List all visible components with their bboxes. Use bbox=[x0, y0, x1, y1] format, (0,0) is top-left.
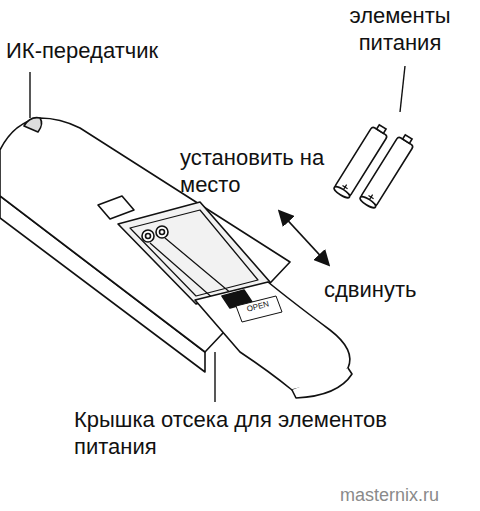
ir-transmitter bbox=[24, 118, 42, 132]
leader-line bbox=[214, 352, 215, 402]
part-label: Крышка отсека для элементов питания bbox=[74, 406, 404, 460]
leader-line bbox=[29, 72, 30, 118]
action-label: установить на место bbox=[180, 144, 345, 198]
part-label: элементы питания bbox=[324, 2, 476, 56]
spring-contact bbox=[142, 230, 154, 242]
watermark: masternix.ru bbox=[340, 482, 476, 509]
body-window bbox=[98, 196, 134, 219]
slide-arrow bbox=[280, 212, 328, 264]
action-label: сдвинуть bbox=[324, 276, 474, 303]
batteries bbox=[333, 122, 417, 209]
part-label: ИК-передатчик bbox=[6, 37, 206, 64]
leader-line bbox=[400, 66, 405, 112]
